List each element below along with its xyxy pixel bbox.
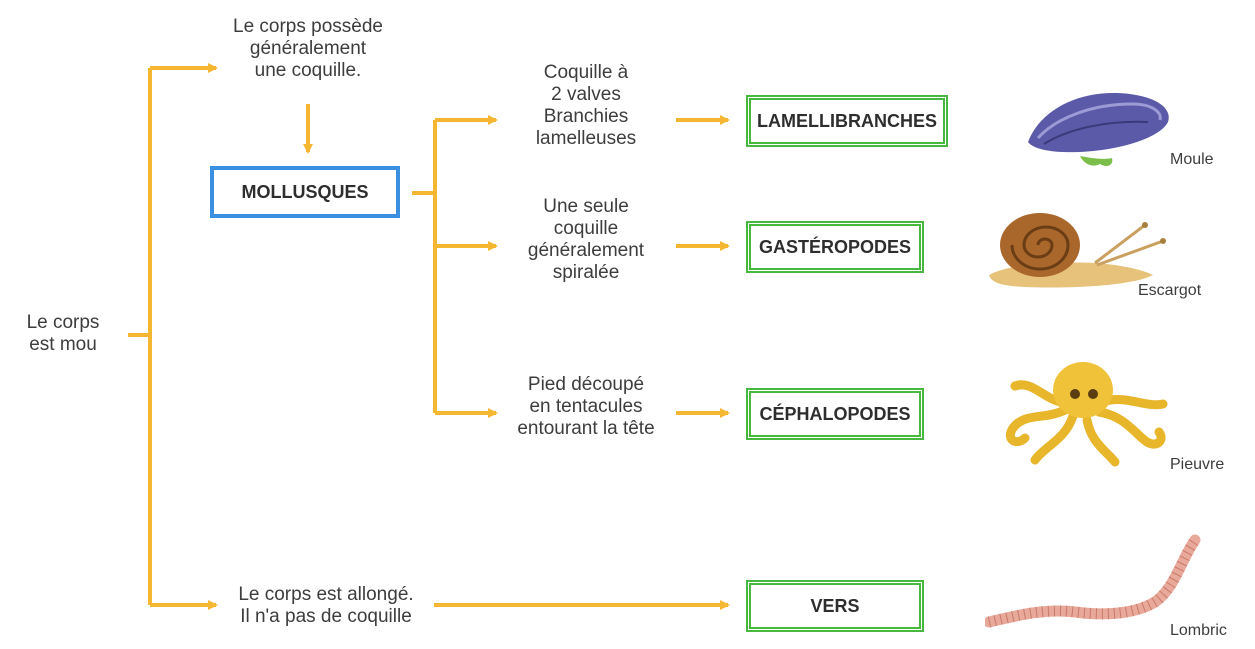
gasteropodes-box: GASTÉROPODES	[746, 221, 924, 273]
shell-label: Le corps possède généralement une coquil…	[233, 16, 383, 81]
branch3-label: Pied découpé en tentacules entourant la …	[517, 374, 655, 439]
vers-box: VERS	[746, 580, 924, 632]
branch2-label: Une seule coquille généralement spiralée	[527, 196, 645, 283]
vers-label: VERS	[810, 595, 860, 616]
mollusques-label: MOLLUSQUES	[241, 181, 369, 202]
branch1-label: Coquille à 2 valves Branchies lamelleuse…	[535, 62, 637, 149]
octopus-caption: Pieuvre	[1170, 456, 1225, 473]
octopus-illustration	[1005, 362, 1168, 467]
earthworm-illustration	[985, 534, 1201, 628]
mussel-illustration	[1028, 93, 1169, 166]
gasteropodes-label: GASTÉROPODES	[758, 236, 912, 257]
mussel-caption: Moule	[1170, 151, 1214, 168]
snail-caption: Escargot	[1138, 282, 1202, 299]
lamellibranches-box: LAMELLIBRANCHES	[746, 95, 948, 147]
mollusques-box: MOLLUSQUES	[210, 166, 400, 218]
earthworm-caption: Lombric	[1170, 622, 1227, 639]
snail-illustration	[989, 213, 1166, 288]
cephalopodes-box: CÉPHALOPODES	[746, 388, 924, 440]
root-label: Le corps est mou	[26, 312, 100, 355]
worm-label: Le corps est allongé. Il n'a pas de coqu…	[238, 584, 414, 627]
lamellibranches-label: LAMELLIBRANCHES	[757, 110, 937, 131]
cephalopodes-label: CÉPHALOPODES	[759, 403, 911, 424]
